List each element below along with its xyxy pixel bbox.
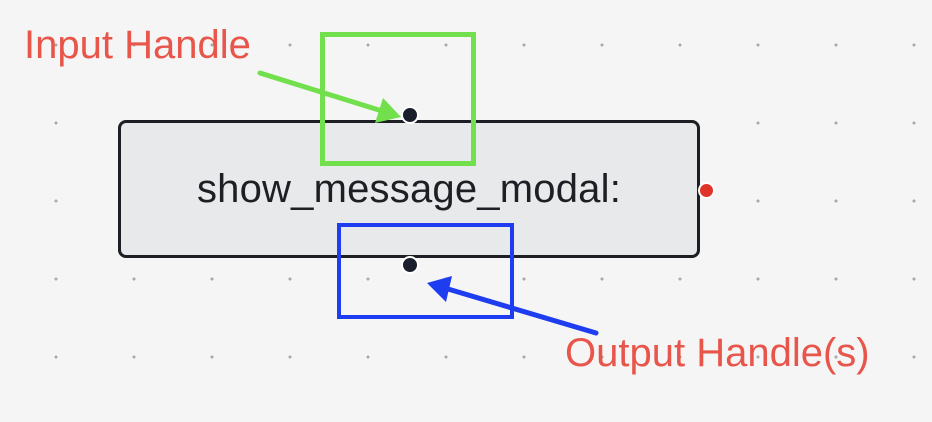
output-handle[interactable] [401, 256, 419, 274]
output-handle-annotation: Output Handle(s) [565, 331, 870, 375]
node-label: show_message_modal: [196, 167, 622, 211]
output-arrow [427, 276, 599, 336]
input-arrow [257, 70, 401, 123]
input-handle[interactable] [401, 106, 419, 124]
output-handle-highlight-box [337, 223, 514, 319]
side-handle[interactable] [698, 182, 715, 199]
input-handle-annotation: Input Handle [24, 23, 251, 67]
flow-node[interactable]: show_message_modal: [118, 120, 700, 258]
input-handle-highlight-box [320, 32, 476, 166]
